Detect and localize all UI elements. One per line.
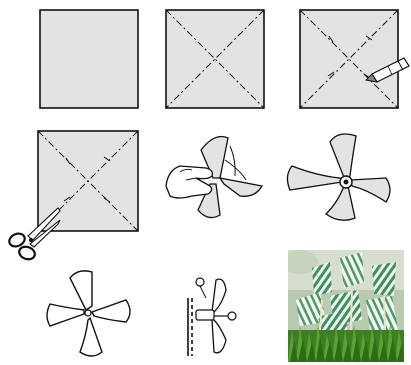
hand-icon — [166, 166, 212, 198]
step-7-finished — [47, 271, 130, 356]
step-8-on-stick — [188, 278, 236, 356]
step-6-pinned — [287, 134, 390, 220]
step-2-folded-diagonals — [166, 10, 264, 108]
stick-icon — [188, 298, 192, 356]
step-4-cutting — [7, 131, 138, 261]
step-3-marking — [300, 10, 409, 108]
step-9-photo — [282, 250, 404, 362]
scissors-icon — [7, 208, 60, 261]
step-1-square — [40, 10, 138, 108]
step-5-folding — [166, 137, 262, 218]
pin-icon — [340, 176, 352, 188]
